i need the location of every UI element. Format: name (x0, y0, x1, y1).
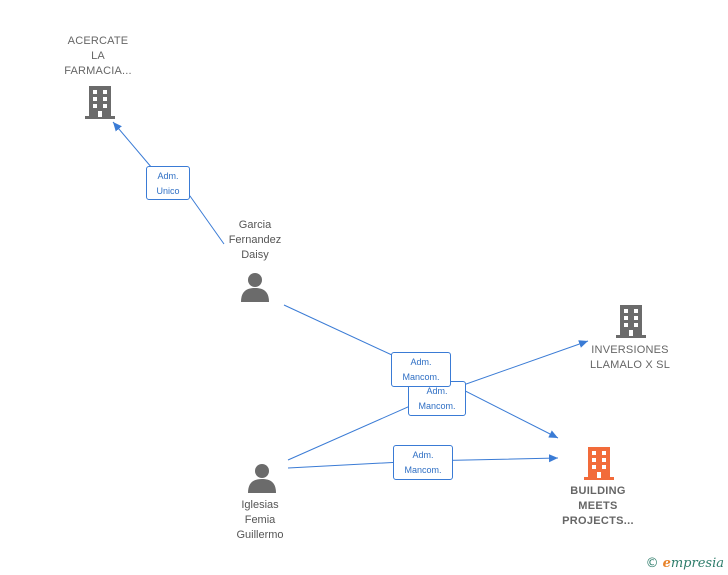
node-label-inversiones[interactable]: INVERSIONES LLAMALO X SL (589, 344, 671, 371)
brand-initial: e (662, 556, 671, 571)
edge-label-line: Adm. (426, 386, 448, 396)
person-icon[interactable] (247, 463, 277, 493)
edge-label-line: Mancom. (402, 372, 440, 382)
building-icon[interactable] (615, 304, 647, 338)
node-label-building[interactable]: BUILDING MEETS PROJECTS... (562, 485, 634, 527)
edge-garcia-acercate (113, 122, 225, 245)
edge-label-line: Mancom. (404, 465, 442, 475)
edge-label-line: Adm. (410, 357, 432, 367)
empresia-watermark[interactable]: ©empresia (646, 556, 724, 571)
edge-label-line: Adm. (157, 171, 179, 181)
building-icon[interactable] (84, 85, 116, 119)
node-label-acercate[interactable]: ACERCATE LA FARMACIA... (64, 35, 132, 77)
edge-label-line: Mancom. (418, 401, 456, 411)
edge-label-line: Unico (156, 186, 180, 196)
edge-label-adm-mancom[interactable]: Adm. Mancom. (393, 445, 453, 480)
node-label-garcia[interactable]: Garcia Fernandez Daisy (228, 219, 282, 261)
building-icon-focus[interactable] (583, 446, 615, 480)
person-icon[interactable] (240, 272, 270, 302)
brand-name: mpresia (670, 556, 724, 571)
copyright-icon: © (645, 556, 659, 571)
edge-label-line: Adm. (412, 450, 434, 460)
edge-label-adm-mancom[interactable]: Adm. Mancom. (391, 352, 451, 387)
edge-label-adm-unico[interactable]: Adm. Unico (146, 166, 190, 200)
node-label-iglesias[interactable]: Iglesias Femia Guillermo (236, 499, 284, 541)
